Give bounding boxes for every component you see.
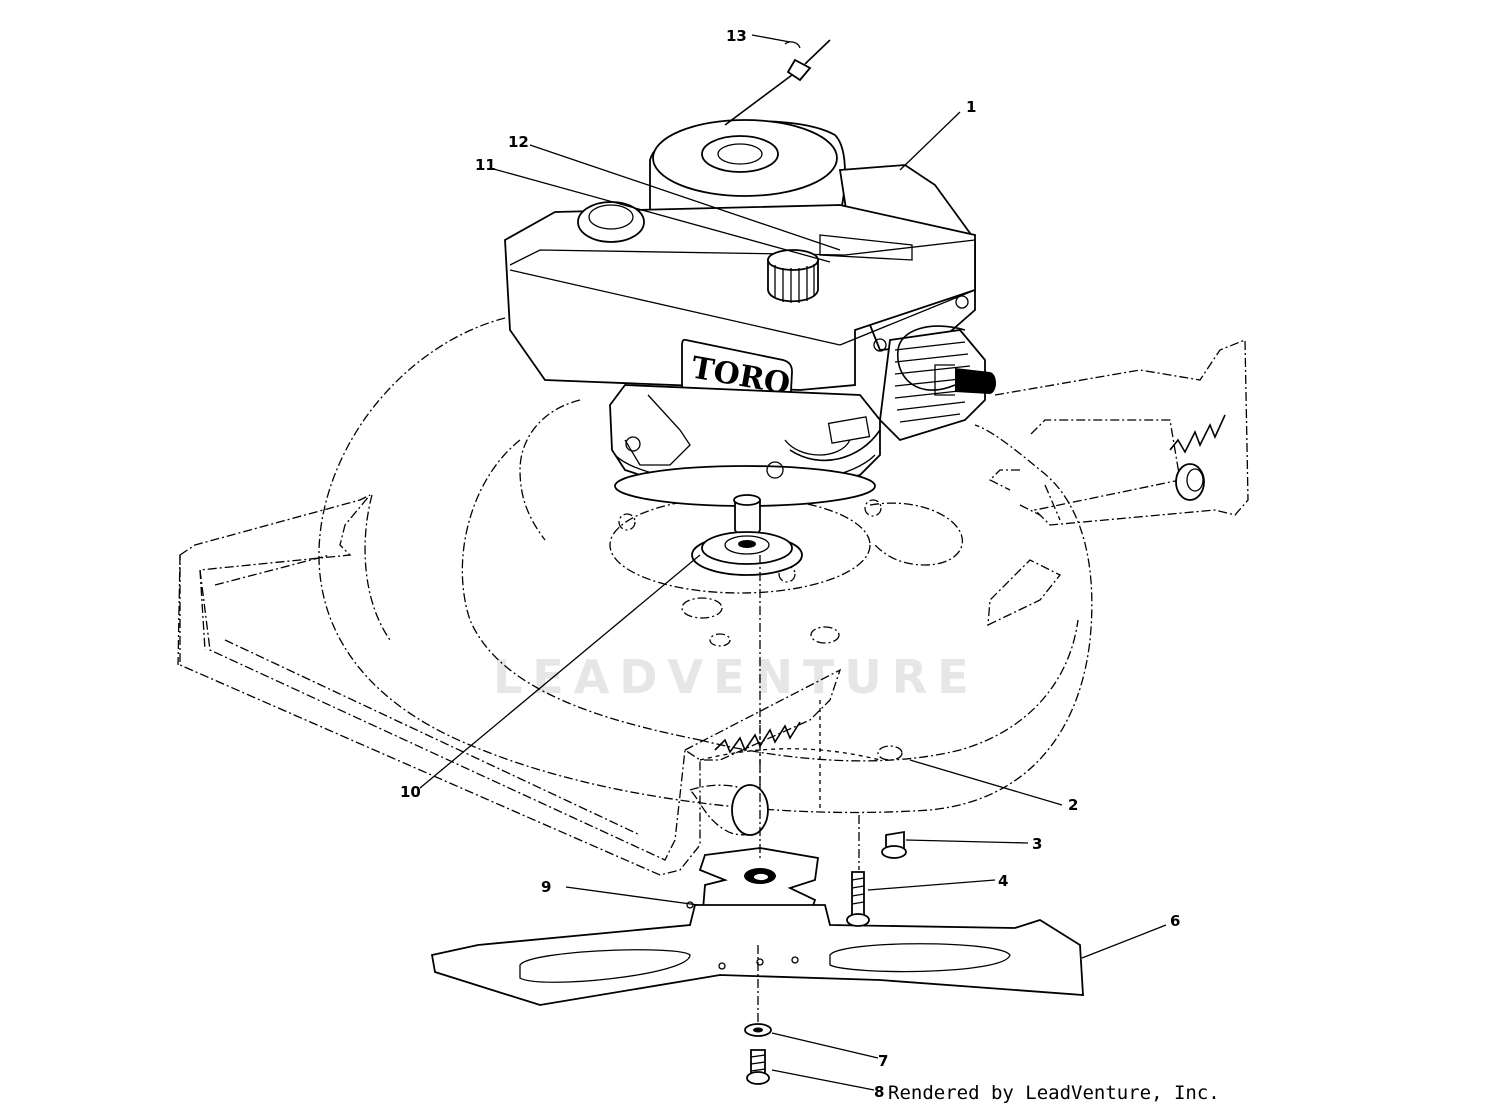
bolt-8: [746, 1049, 770, 1085]
footer-credit: Rendered by LeadVenture, Inc.: [888, 1082, 1220, 1104]
callout-3: 3: [1032, 835, 1042, 853]
bolt-4: [846, 871, 870, 927]
callout-2: 2: [1068, 796, 1078, 814]
engine: TORO: [504, 119, 996, 539]
bolt-3: [881, 830, 907, 859]
callout-8: 8: [874, 1083, 884, 1101]
callout-12: 12: [508, 133, 529, 151]
callout-7: 7: [878, 1052, 888, 1070]
callout-labels: 13 1 12 11 10 2 3 4 9 6 7 8: [400, 27, 1180, 1101]
callout-6: 6: [1170, 912, 1180, 930]
height-adjuster-front: [684, 668, 842, 836]
callout-1: 1: [966, 98, 976, 116]
callout-9: 9: [541, 878, 551, 896]
lock-washer-7: [744, 1023, 772, 1037]
callout-11: 11: [475, 156, 496, 174]
mower-deck: [318, 317, 1093, 814]
blade-adapter-pulley: [691, 531, 803, 576]
callout-10: 10: [400, 783, 421, 801]
watermark: LEADVENTURE: [493, 650, 979, 704]
callout-13: 13: [726, 27, 747, 45]
rear-handle-bracket: [177, 494, 701, 876]
leader-lines: [419, 34, 1167, 1091]
rear-handle-bracket-right: [988, 339, 1249, 526]
throttle-cable: [724, 39, 831, 126]
callout-4: 4: [998, 872, 1008, 890]
mower-blade: [430, 901, 1084, 1006]
